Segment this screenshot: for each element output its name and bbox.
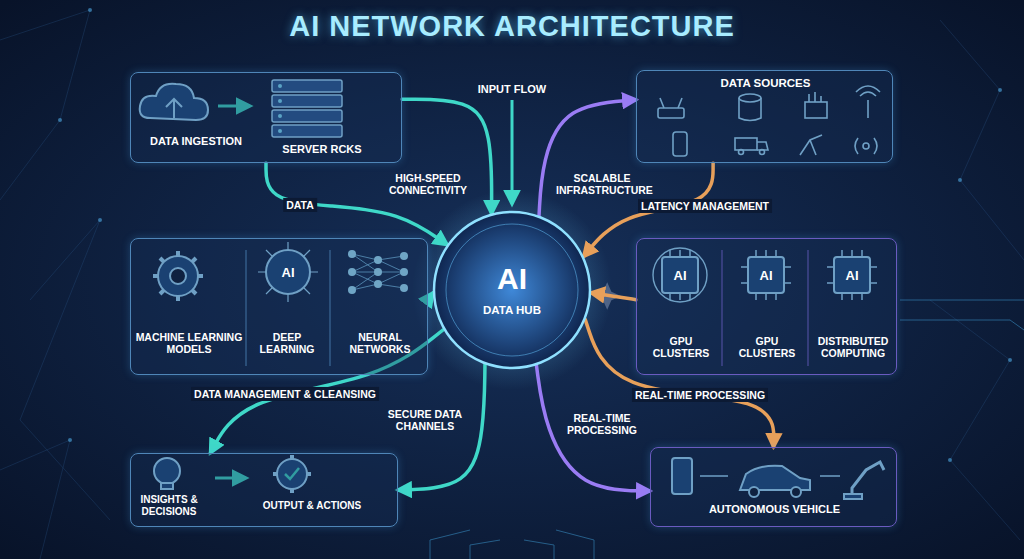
edge-label: REAL-TIME PROCESSING [563,411,641,437]
flow-arrow [539,100,636,216]
flow-arrow [428,293,433,300]
panel-box: AUTONOMOUS VEHICLE [650,447,897,527]
item-label: DEEP LEARNING [251,331,323,355]
item-label: OUTPUT & ACTIONS [249,500,375,512]
flow-label: INPUT FLOW [478,83,546,95]
hub-circle: AI DATA HUB [432,210,592,370]
edge-label: LATENCY MANAGEMENT [638,199,772,213]
edge-label: SECURE DATA CHANNELS [384,407,466,433]
item-label: INSIGHTS & DECISIONS [133,494,205,517]
item-label: DATA INGESTION [137,135,255,148]
icon-mark: AI [674,268,687,283]
icon-mark: AI [846,268,859,283]
panel-box: DATA INGESTION SERVER RCKS [130,72,402,163]
item-label: SERVER RCKS [263,143,381,156]
icon-mark: AI [282,265,295,280]
item-label: NEURAL NETWORKS [335,331,425,355]
flow-arrow [591,293,636,300]
panel-heading: DATA SOURCES [677,77,854,90]
edge-label: DATA MANAGEMENT & CLEANSING [191,387,379,401]
flow-arrow [402,99,492,213]
item-label: GPU CLUSTERS [641,335,721,359]
edge-label: SCALABLE INFRASTRUCTURE [553,171,651,197]
item-label: AUTONOMOUS VEHICLE [691,503,858,516]
hub-mark: AI [432,262,592,297]
icon-mark: AI [760,268,773,283]
item-label: DISTRIBUTED COMPUTING [811,335,895,359]
item-label: GPU CLUSTERS [727,335,807,359]
panel-box: INSIGHTS & DECISIONS OUTPUT & ACTIONS [130,453,398,527]
item-label: MACHINE LEARNING MODELS [133,331,245,355]
panel-box: GPU CLUSTERSGPU CLUSTERSDISTRIBUTED COMP… [636,238,897,375]
hub-label: DATA HUB [432,304,592,317]
diagram-title: AI NETWORK ARCHITECTURE [0,10,1024,43]
edge-label: HIGH-SPEED CONNECTIVITY [379,171,477,197]
edge-label: DATA [283,198,317,212]
edge-label: REAL-TIME PROCESSING [632,388,768,402]
panel-box: MACHINE LEARNING MODELSDEEP LEARNING NEUR… [130,238,428,375]
panel-box: DATA SOURCES [636,70,893,163]
